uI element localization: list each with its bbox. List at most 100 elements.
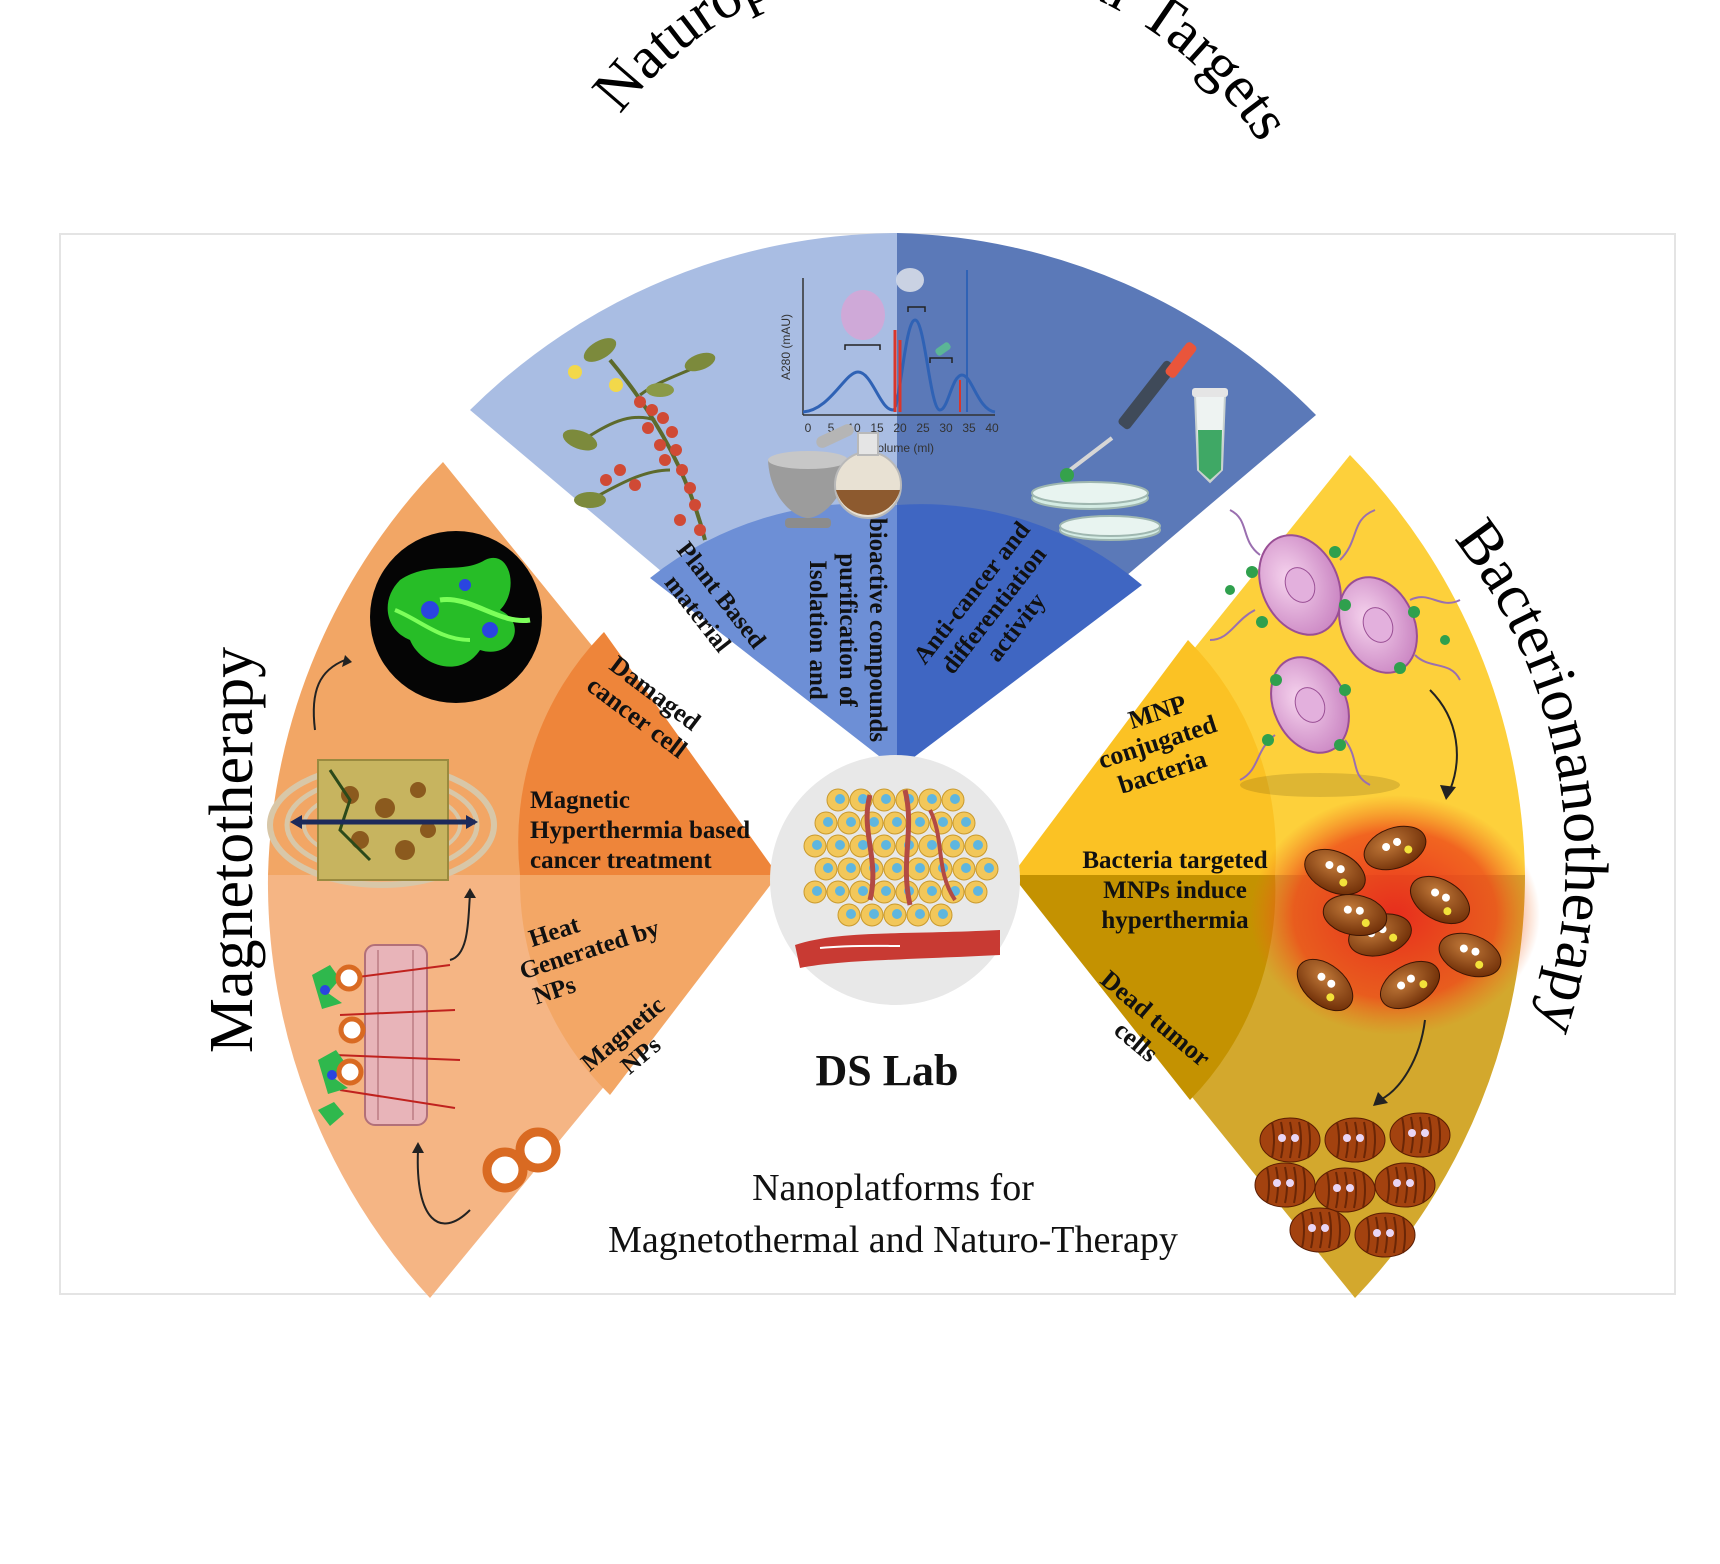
tumor-cell-nucleus: [812, 840, 822, 850]
tumor-center-illustration: [770, 755, 1020, 1005]
tumor-cell-nucleus: [892, 863, 902, 873]
title-magnetotherapy: Magnetotherapy: [198, 647, 266, 1053]
dead-tumor-cell: [1354, 1212, 1416, 1258]
tumor-cell-nucleus: [823, 863, 833, 873]
chromatogram-xtick: 0: [805, 421, 812, 435]
dead-tumor-cell: [1314, 1167, 1376, 1213]
blood-vessel-illustration: [312, 944, 461, 1126]
hyper-line3: cancer treatment: [530, 847, 712, 874]
tumor-cell-nucleus: [927, 794, 937, 804]
hyper-line1: Magnetic: [530, 787, 630, 814]
plant-illustration: [562, 338, 716, 541]
magneto-inner-bottom: [519, 875, 778, 1095]
tumor-cell-nucleus: [846, 863, 856, 873]
tumor-cell-nucleus: [950, 794, 960, 804]
tumor-cell-nucleus: [846, 817, 856, 827]
chromatogram-ylabel: A280 (mAU): [779, 314, 793, 380]
chromatogram-xtick: 15: [870, 421, 884, 435]
tumor-cell-nucleus: [858, 840, 868, 850]
naturopathy-inner-left: [650, 503, 897, 770]
naturopathy-inner-right: [897, 504, 1142, 770]
heated-bacterium: [1438, 932, 1502, 978]
magnetic-np-particles: [482, 1127, 561, 1193]
hyper-line2: Hyperthermia based: [530, 817, 750, 844]
tumor-cell-nucleus: [869, 817, 879, 827]
chromatogram-xtick: 20: [893, 421, 907, 435]
tumor-cell-nucleus: [950, 840, 960, 850]
heated-bacterium: [1410, 875, 1470, 925]
arrow-to-cell: [312, 659, 346, 731]
tumor-cell-nucleus: [938, 909, 948, 919]
tumor-cell-nucleus: [835, 886, 845, 896]
tumor-cell-nucleus: [846, 909, 856, 919]
tumor-cell-nucleus: [927, 840, 937, 850]
chromatogram-xlabel: Volume (ml): [870, 441, 934, 455]
chromatogram-xtick: 5: [828, 421, 835, 435]
chromatogram-xtick: 40: [985, 421, 999, 435]
mortar-and-flask: [768, 424, 902, 528]
tumor-cell-nucleus: [835, 794, 845, 804]
tumor-cell-nucleus: [961, 863, 971, 873]
tumor-cell-nucleus: [858, 886, 868, 896]
dead-tumor-cell: [1289, 1207, 1351, 1253]
tumor-cell-nucleus: [881, 886, 891, 896]
chromatogram-xtick: 25: [916, 421, 930, 435]
tumor-cell-nucleus: [869, 909, 879, 919]
dead-tumor-cell: [1259, 1117, 1321, 1163]
title-naturopathy: Naturopathy Molecular Targets: [580, 0, 1304, 151]
subtitle-line1: Nanoplatforms for: [752, 1167, 1034, 1209]
arrow-bacteria-to-hyperthermia-head: [1440, 785, 1456, 800]
dead-tumor-cell: [1389, 1112, 1451, 1158]
label-isolation: Isolation and purification of bioactive …: [804, 518, 891, 743]
tumor-cell-nucleus: [812, 886, 822, 896]
title-naturopathy-path: Naturopathy Molecular Targets: [580, 0, 1304, 151]
chromatogram-xtick: 35: [962, 421, 976, 435]
arrow-vessel-to-coil: [449, 894, 471, 961]
fluorescent-cell-image: [370, 531, 542, 703]
arrow-heat-to-dead-head: [1373, 1092, 1388, 1106]
tumor-cell-nucleus: [973, 886, 983, 896]
tumor-cell-nucleus: [858, 794, 868, 804]
heated-bacterium: [1296, 958, 1354, 1012]
chromatogram-xtick: 30: [939, 421, 953, 435]
tumor-cell-nucleus: [915, 863, 925, 873]
magneto-inner-top: [518, 632, 778, 875]
heated-bacterium: [1304, 848, 1366, 896]
target-line1: Bacteria targeted: [1082, 847, 1267, 874]
arrow-np-to-vessel: [416, 1149, 471, 1225]
tumor-cell-nucleus: [915, 817, 925, 827]
tumor-cell-nucleus: [927, 886, 937, 896]
isolation-line3: bioactive compounds: [864, 518, 891, 743]
tumor-cell-nucleus: [961, 817, 971, 827]
bacterio-inner-top: [1012, 640, 1276, 875]
tumor-cell-nucleus: [984, 863, 994, 873]
lab-equipment: [1031, 342, 1228, 541]
tumor-cell-nucleus: [938, 817, 948, 827]
hyperthermia-bacteria-cluster: [1250, 795, 1540, 1035]
dead-tumor-cells-illustration: [1254, 1112, 1451, 1258]
lab-name: DS Lab: [815, 1046, 958, 1095]
target-line2: MNPs induce: [1103, 877, 1247, 904]
arrow-to-cell-head: [342, 655, 352, 667]
tumor-cell-nucleus: [835, 840, 845, 850]
tumor-cell-nucleus: [881, 840, 891, 850]
arrow-heat-to-dead: [1379, 1019, 1426, 1101]
heated-bacterium: [1380, 960, 1440, 1010]
tumor-cell-nucleus: [915, 909, 925, 919]
tumor-cell-nucleus: [973, 840, 983, 850]
magnetic-coil: [267, 759, 497, 888]
dead-tumor-cell: [1324, 1117, 1386, 1163]
dead-tumor-cell: [1374, 1162, 1436, 1208]
bacterio-inner-bottom: [1012, 875, 1276, 1100]
arrow-bacteria-to-hyperthermia: [1429, 689, 1458, 791]
tumor-cell-nucleus: [892, 817, 902, 827]
dead-tumor-cell: [1254, 1162, 1316, 1208]
arrow-np-to-vessel-head: [412, 1142, 424, 1153]
heated-bacterium: [1322, 894, 1388, 936]
mnp-conjugated-bacteria-illustration: [1209, 509, 1461, 797]
isolation-line1: Isolation and: [804, 560, 831, 700]
tumor-cell-nucleus: [892, 909, 902, 919]
tumor-cell-nucleus: [823, 817, 833, 827]
